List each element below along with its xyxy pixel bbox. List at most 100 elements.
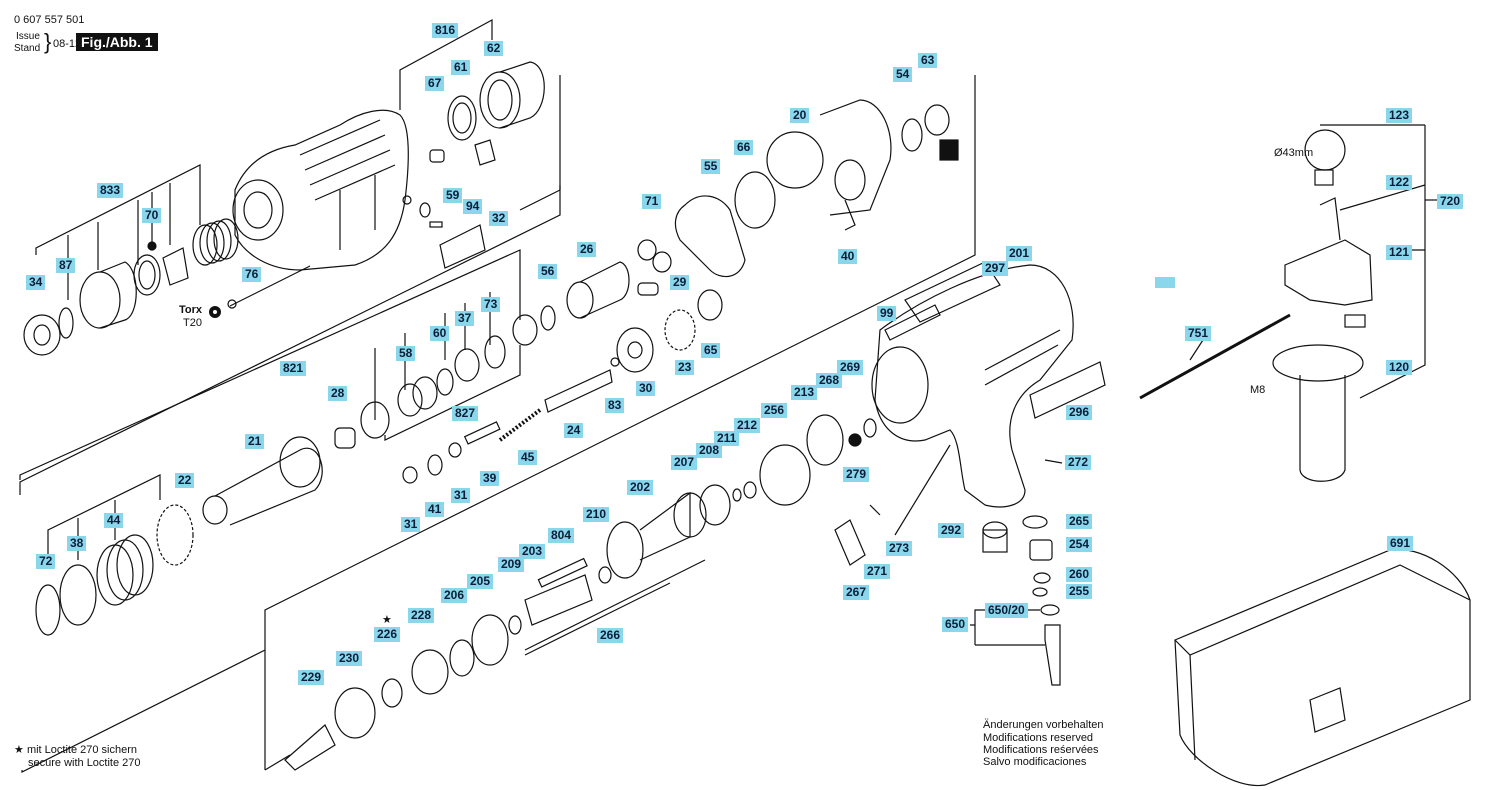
callout-21: 21 bbox=[245, 434, 265, 449]
leader-821 bbox=[19, 249, 521, 480]
part-73 bbox=[484, 335, 506, 369]
callout-37: 37 bbox=[455, 311, 475, 326]
callout-296: 296 bbox=[1066, 405, 1093, 420]
part-72 bbox=[35, 584, 61, 636]
callout-256: 256 bbox=[761, 403, 788, 418]
part-59 bbox=[419, 202, 431, 218]
callout-273: 273 bbox=[886, 541, 913, 556]
part-76 bbox=[229, 265, 311, 307]
torx-symbol bbox=[209, 306, 221, 318]
frame-line bbox=[264, 754, 291, 771]
part-260 bbox=[1033, 572, 1051, 584]
notice-de: Änderungen vorbehalten bbox=[983, 719, 1104, 731]
callout-38: 38 bbox=[67, 536, 87, 551]
callout-201: 201 bbox=[1006, 246, 1033, 261]
part-24 bbox=[544, 369, 613, 413]
callout-31-upper: 31 bbox=[451, 488, 471, 503]
callout-268: 268 bbox=[816, 373, 843, 388]
part-55 bbox=[674, 195, 746, 278]
callout-44: 44 bbox=[104, 513, 124, 528]
frame-line bbox=[519, 189, 561, 211]
part-230 bbox=[334, 687, 376, 739]
callout-650-20: 650/20 bbox=[985, 603, 1028, 618]
callout-271: 271 bbox=[864, 564, 891, 579]
callout-804: 804 bbox=[548, 528, 575, 543]
t20-label: T20 bbox=[183, 317, 202, 329]
part-spring bbox=[192, 218, 239, 266]
callout-28: 28 bbox=[328, 386, 348, 401]
callout-67: 67 bbox=[425, 76, 445, 91]
callout-76: 76 bbox=[242, 267, 262, 282]
part-37 bbox=[454, 348, 480, 382]
callout-58: 58 bbox=[396, 346, 416, 361]
part-22 bbox=[156, 504, 194, 566]
callout-206: 206 bbox=[441, 588, 468, 603]
callout-205: 205 bbox=[467, 574, 494, 589]
m8-label: M8 bbox=[1250, 384, 1266, 396]
part-63 bbox=[924, 104, 950, 136]
callout-22: 22 bbox=[175, 473, 195, 488]
part-212 bbox=[743, 481, 757, 499]
part-266 bbox=[524, 582, 671, 656]
part-271 bbox=[869, 504, 881, 516]
part-228 bbox=[411, 649, 449, 695]
part-29 bbox=[637, 282, 659, 296]
callout-208: 208 bbox=[696, 443, 723, 458]
callout-54: 54 bbox=[893, 67, 913, 82]
callout-720: 720 bbox=[1437, 194, 1464, 209]
callout-267: 267 bbox=[843, 585, 870, 600]
part-20 bbox=[766, 99, 892, 216]
issue-label: Issue bbox=[16, 31, 40, 42]
part-201 bbox=[871, 264, 1074, 508]
part-number: 0 607 557 501 bbox=[14, 14, 85, 26]
diameter-label: Ø43mm bbox=[1274, 147, 1314, 159]
part-296 bbox=[1029, 361, 1106, 419]
callout-650: 650 bbox=[942, 617, 969, 632]
part-65 bbox=[697, 289, 723, 321]
part-650 bbox=[1044, 624, 1061, 686]
part-54 bbox=[901, 118, 923, 152]
part-256 bbox=[759, 444, 811, 506]
callout-207: 207 bbox=[671, 455, 698, 470]
leader-720 bbox=[1359, 125, 1426, 399]
part-66 bbox=[734, 171, 776, 229]
part-63-cap bbox=[939, 139, 959, 161]
callout-59: 59 bbox=[443, 188, 463, 203]
torx-label: Torx bbox=[179, 304, 203, 316]
notice-es: Salvo modificaciones bbox=[983, 756, 1087, 768]
callout-45: 45 bbox=[518, 450, 538, 465]
callout-269: 269 bbox=[837, 360, 864, 375]
part-279 bbox=[848, 433, 862, 447]
callout-821: 821 bbox=[280, 361, 307, 376]
callout-210: 210 bbox=[583, 507, 610, 522]
part-209 bbox=[508, 615, 522, 635]
part-120 bbox=[1272, 344, 1364, 482]
blank-callout bbox=[1155, 277, 1175, 288]
part-67 bbox=[429, 149, 445, 163]
callout-23: 23 bbox=[675, 360, 695, 375]
part-211 bbox=[732, 488, 742, 502]
frame-line bbox=[21, 75, 976, 773]
callout-272: 272 bbox=[1065, 455, 1092, 470]
nose-parts bbox=[23, 241, 189, 356]
part-210 bbox=[598, 566, 612, 584]
callout-266: 266 bbox=[597, 628, 624, 643]
part-265 bbox=[1022, 515, 1048, 529]
part-202 bbox=[606, 521, 644, 579]
callout-213: 213 bbox=[791, 385, 818, 400]
part-44 bbox=[96, 534, 154, 606]
callout-26: 26 bbox=[577, 242, 597, 257]
callout-122: 122 bbox=[1386, 175, 1413, 190]
part-62 bbox=[479, 61, 545, 129]
callout-260: 260 bbox=[1066, 567, 1093, 582]
callout-203: 203 bbox=[519, 544, 546, 559]
part-41 bbox=[427, 454, 443, 476]
callout-255: 255 bbox=[1066, 584, 1093, 599]
stand-label: Stand bbox=[14, 43, 41, 54]
part-804 bbox=[537, 557, 588, 588]
part-40 bbox=[844, 199, 856, 231]
part-229 bbox=[284, 724, 336, 771]
part-60 bbox=[436, 368, 454, 396]
star-icon: ★ bbox=[14, 744, 24, 756]
callout-39: 39 bbox=[480, 471, 500, 486]
